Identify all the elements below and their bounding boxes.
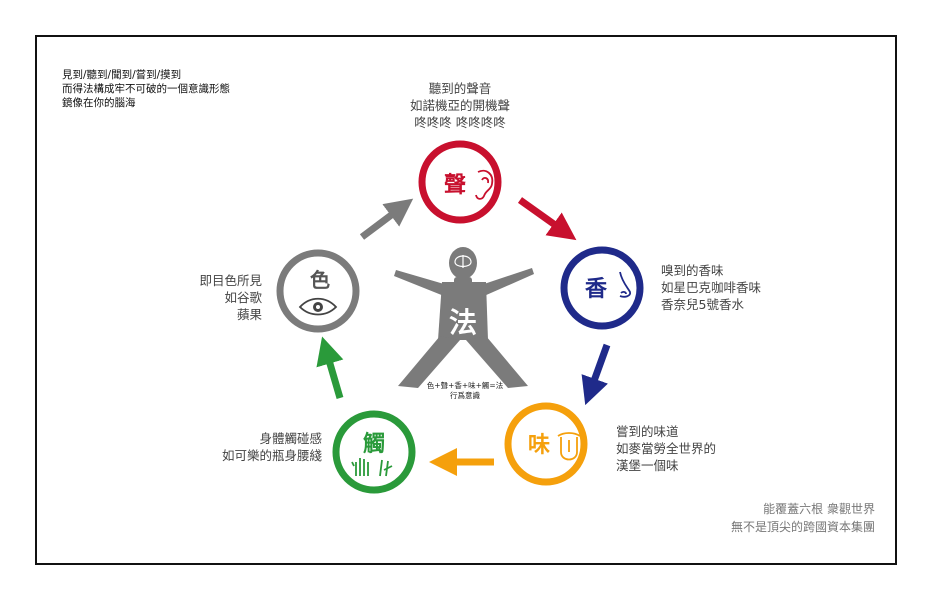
center-subtitle: 行爲意識 xyxy=(450,390,480,400)
caption-line: 如谷歌 xyxy=(150,289,262,306)
smell-char: 香 xyxy=(585,277,607,302)
caption-taste: 嘗到的味道 如麥當勞全世界的 漢堡一個味 xyxy=(616,423,716,474)
caption-line: 如麥當勞全世界的 xyxy=(616,440,716,457)
node-touch: 觸 xyxy=(336,414,412,490)
caption-line: 香奈兒5號香水 xyxy=(661,296,761,313)
caption-line: 嘗到的味道 xyxy=(616,423,716,440)
center-char: 法 xyxy=(449,306,477,339)
footer-line: 無不是頂尖的跨國資本集團 xyxy=(731,518,875,536)
caption-line: 蘋果 xyxy=(150,306,262,323)
arrow-sight-to-sound xyxy=(362,207,402,237)
caption-smell: 嗅到的香味 如星巴克咖啡香味 香奈兒5號香水 xyxy=(661,262,761,313)
node-sound: 聲 xyxy=(422,144,498,220)
caption-sight: 即目色所見 如谷歌 蘋果 xyxy=(150,272,262,323)
caption-sound: 聽到的聲音 如諾機亞的開機聲 咚咚咚 咚咚咚咚 xyxy=(365,80,555,131)
caption-line: 身體觸碰感 xyxy=(180,430,322,447)
caption-line: 如可樂的瓶身腰綫 xyxy=(180,447,322,464)
arrow-touch-to-sight xyxy=(326,350,340,398)
caption-line: 如諾機亞的開機聲 xyxy=(365,97,555,114)
caption-line: 即目色所見 xyxy=(150,272,262,289)
caption-line: 嗅到的香味 xyxy=(661,262,761,279)
caption-touch: 身體觸碰感 如可樂的瓶身腰綫 xyxy=(180,430,322,464)
caption-line: 咚咚咚 咚咚咚咚 xyxy=(365,114,555,131)
sight-char: 色 xyxy=(310,268,330,292)
node-taste: 味 xyxy=(508,406,584,482)
arrow-smell-to-taste xyxy=(590,345,607,392)
footer-line: 能覆蓋六根 衆觀世界 xyxy=(731,500,875,518)
caption-line: 聽到的聲音 xyxy=(365,80,555,97)
caption-line: 漢堡一個味 xyxy=(616,457,716,474)
touch-char: 觸 xyxy=(363,432,385,457)
node-smell: 香 xyxy=(564,250,640,326)
arrow-sound-to-smell xyxy=(520,200,565,232)
center-formula: 色+聲+香+味+觸=法 xyxy=(427,380,504,390)
node-sight: 色 xyxy=(280,253,356,329)
taste-char: 味 xyxy=(528,433,550,458)
footer-note: 能覆蓋六根 衆觀世界 無不是頂尖的跨國資本集團 xyxy=(731,500,875,536)
sound-char: 聲 xyxy=(444,173,466,198)
caption-line: 如星巴克咖啡香味 xyxy=(661,279,761,296)
